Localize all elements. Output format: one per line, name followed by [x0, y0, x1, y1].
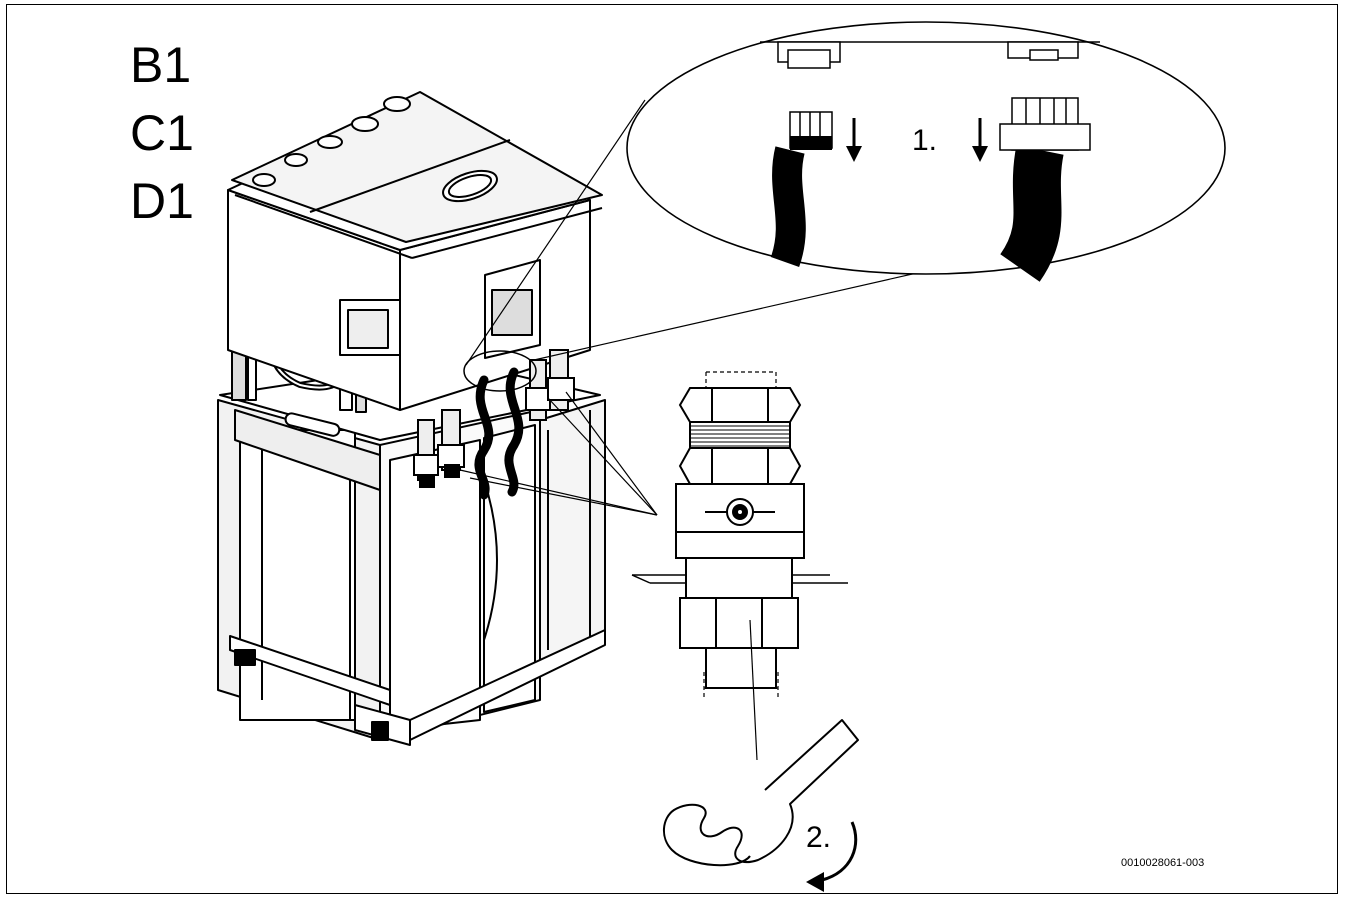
callout-lines — [459, 99, 931, 516]
wrench-icon — [663, 719, 859, 867]
variant-label-b1: B1 — [130, 37, 192, 93]
step-2-label: 2. — [806, 821, 832, 854]
figure-frame — [6, 4, 1338, 894]
step-1-label: 1. — [912, 124, 938, 157]
figure-id: 0010028061-003 — [1121, 857, 1205, 869]
pipe-connectors — [413, 349, 575, 488]
valve-detail — [631, 371, 848, 761]
connector-detail — [626, 21, 1226, 282]
variant-label-d1: D1 — [130, 173, 194, 229]
detail-circle — [463, 350, 537, 392]
heat-pump-unit — [217, 91, 606, 746]
down-arrow-icon — [846, 118, 862, 162]
down-arrow-icon — [972, 118, 988, 162]
variant-label-c1: C1 — [130, 105, 194, 161]
rotate-clockwise-icon — [806, 821, 858, 892]
